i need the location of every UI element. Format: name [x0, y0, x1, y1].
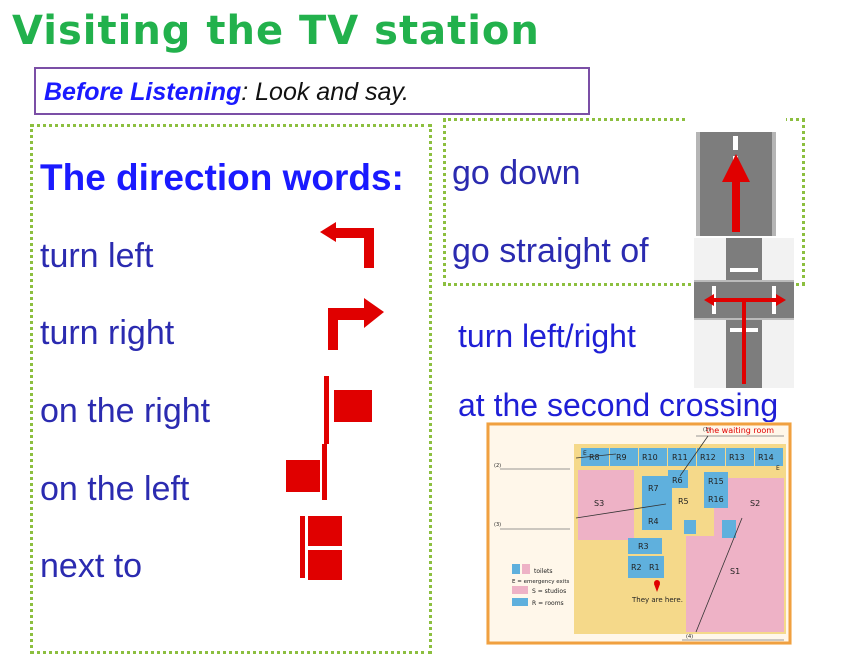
map-studio-s3: S3 [594, 499, 604, 508]
map-blank-4: (4) [686, 634, 693, 640]
turn-right-arrow-icon [328, 298, 384, 350]
on-the-right-icon [324, 376, 372, 444]
tv-station-floor-plan: the waiting room (1) (2) (3) (4) E R8 R9… [486, 422, 792, 645]
word-on-the-right: on the right [40, 392, 211, 430]
word-turn-left: turn left [40, 237, 154, 275]
map-room-r6: R6 [672, 476, 683, 485]
word-go-straight-of: go straight of [452, 232, 649, 270]
map-blank-1: (1) [703, 427, 710, 433]
next-to-icon [300, 516, 342, 580]
word-on-the-left: on the left [40, 470, 190, 508]
map-room-r7: R7 [648, 484, 659, 493]
direction-words-heading: The direction words: [40, 157, 404, 198]
legend-studios: S = studios [532, 588, 566, 595]
map-room-r4: R4 [648, 517, 659, 526]
map-emergency-top: E [583, 450, 587, 457]
word-turn-right: turn right [40, 314, 175, 352]
map-you-are-here: They are here. [631, 596, 683, 604]
page-title: Visiting the TV station [12, 8, 540, 54]
map-waiting-room: the waiting room [706, 426, 774, 435]
map-room-r10: R10 [642, 453, 658, 462]
map-room-r14: R14 [758, 453, 774, 462]
word-next-to: next to [40, 547, 143, 585]
map-room-r13: R13 [729, 453, 745, 462]
subtitle-rest: : Look and say. [241, 78, 409, 106]
map-room-r16: R16 [708, 495, 724, 504]
map-blank-3: (3) [494, 522, 501, 528]
map-emergency-right: E [776, 465, 780, 472]
map-room-r9: R9 [616, 453, 627, 462]
crossroads-icon [694, 238, 794, 388]
map-studio-s2: S2 [750, 499, 760, 508]
on-the-left-icon [286, 444, 327, 500]
map-room-r15: R15 [708, 477, 724, 486]
right-panel-border [443, 118, 805, 286]
legend-toilets: toilets [534, 568, 553, 575]
map-room-r8: R8 [589, 453, 600, 462]
map-room-r11: R11 [672, 453, 688, 462]
map-room-r12: R12 [700, 453, 716, 462]
subtitle-box [34, 67, 590, 115]
turn-left-arrow-icon [320, 222, 374, 268]
map-room-r5: R5 [678, 497, 689, 506]
extra-second-crossing: at the second crossing [458, 387, 779, 423]
word-go-down: go down [452, 154, 581, 192]
road-straight-icon [686, 118, 786, 236]
subtitle: Before Listening: Look and say. [44, 78, 409, 107]
subtitle-label: Before Listening [44, 78, 242, 106]
map-room-r1: R1 [649, 563, 660, 572]
map-room-r2: R2 [631, 563, 642, 572]
legend-emergency: E = emergency exits [512, 579, 569, 585]
extra-turn-left-right: turn left/right [458, 318, 636, 354]
map-blank-2: (2) [494, 463, 501, 469]
map-studio-s1: S1 [730, 567, 740, 576]
map-room-r3: R3 [638, 542, 649, 551]
legend-rooms: R = rooms [532, 600, 564, 607]
